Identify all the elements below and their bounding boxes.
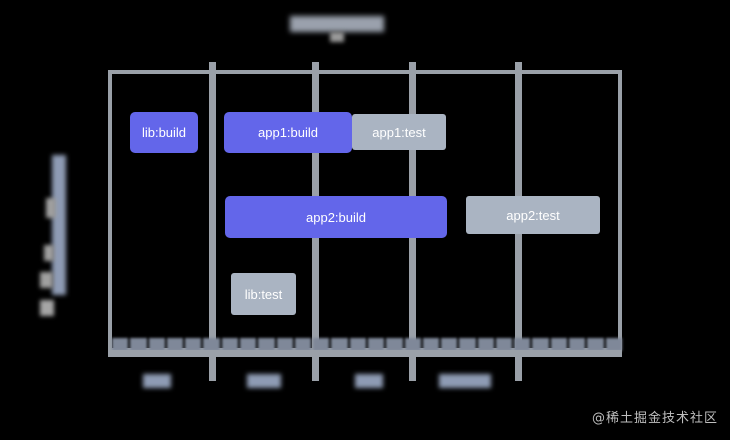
- x-axis-label-3: [439, 374, 491, 388]
- x-tick: [569, 338, 586, 351]
- task-bar-app1-build[interactable]: app1:build: [224, 112, 352, 153]
- chart-title-blurred: [290, 16, 384, 32]
- x-tick: [166, 338, 184, 351]
- x-axis-tick-stub-2: [312, 357, 319, 381]
- task-bar-app2-build[interactable]: app2:build: [225, 196, 447, 238]
- x-tick: [495, 338, 513, 351]
- x-tick: [477, 338, 494, 351]
- x-axis-label-1: [247, 374, 281, 388]
- y-axis-tick-blurred-1: [44, 245, 54, 261]
- x-axis-tick-stub-3: [409, 357, 416, 381]
- x-tick: [404, 338, 421, 351]
- x-tick: [367, 338, 385, 351]
- x-axis-line: [108, 350, 622, 357]
- x-axis-tick-labels-blurred: [112, 338, 622, 351]
- task-bar-lib-test[interactable]: lib:test: [231, 273, 296, 315]
- x-tick: [313, 338, 330, 351]
- x-axis-label-0: [143, 374, 171, 388]
- x-tick: [532, 338, 549, 351]
- chart-title-underline: [330, 32, 344, 42]
- x-tick: [112, 338, 129, 351]
- x-tick: [203, 338, 220, 351]
- y-axis-tick-blurred-0: [46, 198, 56, 218]
- gridline-1: [209, 62, 216, 360]
- x-tick: [605, 338, 622, 351]
- x-tick: [349, 338, 366, 351]
- x-tick: [258, 338, 275, 351]
- x-axis-label-2: [355, 374, 383, 388]
- x-tick: [441, 338, 458, 351]
- x-tick: [587, 338, 604, 351]
- x-tick: [459, 338, 476, 351]
- x-axis-tick-stub-4: [515, 357, 522, 381]
- y-axis-tick-blurred-2: [40, 272, 53, 288]
- task-bar-app1-test[interactable]: app1:test: [352, 114, 446, 150]
- x-tick: [130, 338, 147, 351]
- x-tick: [331, 338, 348, 351]
- x-tick: [550, 338, 568, 351]
- x-tick: [185, 338, 202, 351]
- task-bar-lib-build[interactable]: lib:build: [130, 112, 198, 153]
- x-axis-tick-stub-1: [209, 357, 216, 381]
- x-tick: [514, 338, 531, 351]
- y-axis-label-blurred: [52, 155, 66, 295]
- x-tick: [239, 338, 257, 351]
- watermark: @稀土掘金技术社区: [591, 411, 718, 426]
- x-tick: [294, 338, 312, 351]
- task-bar-app2-test[interactable]: app2:test: [466, 196, 600, 234]
- y-axis-tick-blurred-3: [40, 300, 54, 316]
- x-tick: [386, 338, 403, 351]
- x-tick: [276, 338, 293, 351]
- x-tick: [221, 338, 238, 351]
- x-tick: [148, 338, 165, 351]
- x-tick: [422, 338, 440, 351]
